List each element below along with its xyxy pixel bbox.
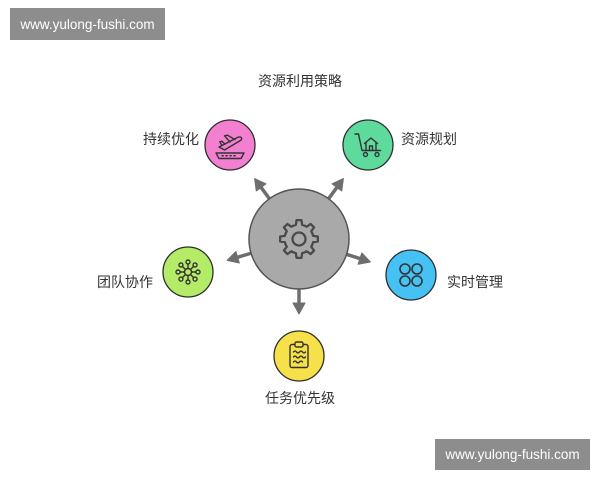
node-team-collaboration: 团队协作 [97, 246, 214, 298]
node-realtime-management: 实时管理 [385, 249, 503, 301]
clipboard-line [292, 355, 307, 359]
node-circle [385, 249, 437, 301]
arrow-to-task-priority [292, 289, 306, 315]
four-circles-icon [399, 263, 423, 287]
hub-node [195, 269, 201, 275]
diagram-title: 资源利用策略 [258, 73, 342, 90]
grid-circle [411, 263, 423, 275]
node-label: 资源规划 [401, 132, 457, 148]
gear-hole [291, 231, 307, 247]
house-roof [363, 137, 379, 145]
hub-node [185, 279, 191, 285]
hub-node [185, 259, 191, 265]
node-label: 实时管理 [447, 275, 503, 291]
node-task-priority: 任务优先级 [265, 330, 335, 407]
arrow-head [254, 178, 267, 192]
arrow-shaft [346, 252, 363, 261]
arrows [226, 178, 371, 315]
cart-wheel [362, 151, 369, 158]
house-door [368, 145, 374, 152]
grid-circle [411, 275, 423, 287]
hub-spokes [179, 263, 197, 281]
house-cart-icon [354, 133, 382, 158]
grid-circle [399, 275, 411, 287]
runway [215, 152, 245, 160]
node-label: 任务优先级 [265, 391, 335, 407]
arrow-to-continuous-optimization [254, 178, 271, 200]
arrow-to-resource-planning [327, 178, 344, 200]
plane-wing [223, 134, 236, 143]
house-walls [365, 141, 377, 152]
arrow-head [357, 252, 371, 265]
cart-frame [354, 133, 382, 152]
hub-node [178, 262, 184, 268]
center-hub [248, 188, 350, 290]
hub-node [192, 276, 198, 282]
node-resource-planning: 资源规划 [342, 119, 457, 171]
plane-tail [219, 140, 226, 147]
clipboard-clip [294, 341, 304, 348]
arrow-head [331, 178, 344, 192]
arrow-shaft [258, 184, 271, 200]
clipboard-line [292, 350, 307, 354]
gear-outline [279, 219, 319, 259]
arrow-to-team-collaboration [226, 250, 252, 264]
gear-icon [279, 219, 319, 259]
node-circle [273, 330, 325, 382]
plane-takeoff-icon [215, 134, 245, 160]
arrow-to-realtime-management [346, 252, 371, 265]
hub-node [178, 276, 184, 282]
arrow-head [226, 250, 240, 264]
cart-wheel [374, 151, 380, 158]
node-circle [342, 119, 394, 171]
center-circle [248, 188, 350, 290]
watermark-text: www.yulong-fushi.com [445, 447, 580, 462]
arrow-head [292, 302, 306, 315]
node-circle [162, 246, 214, 298]
watermark-bottom-right: www.yulong-fushi.com [435, 439, 590, 470]
watermark-top-left: www.yulong-fushi.com [10, 8, 165, 40]
node-continuous-optimization: 持续优化 [143, 119, 256, 171]
hub-node [192, 262, 198, 268]
node-label: 团队协作 [97, 275, 153, 291]
arrow-shaft [235, 251, 252, 260]
grid-circle [399, 263, 411, 275]
node-circle [204, 119, 256, 171]
plane-body [218, 136, 243, 151]
arrow-shaft [327, 184, 340, 200]
network-hub-icon [175, 259, 201, 285]
clipboard-icon [289, 341, 309, 369]
clipboard-line [292, 360, 304, 364]
watermark-text: www.yulong-fushi.com [20, 16, 155, 32]
node-label: 持续优化 [143, 131, 199, 148]
hub-node [175, 269, 181, 275]
